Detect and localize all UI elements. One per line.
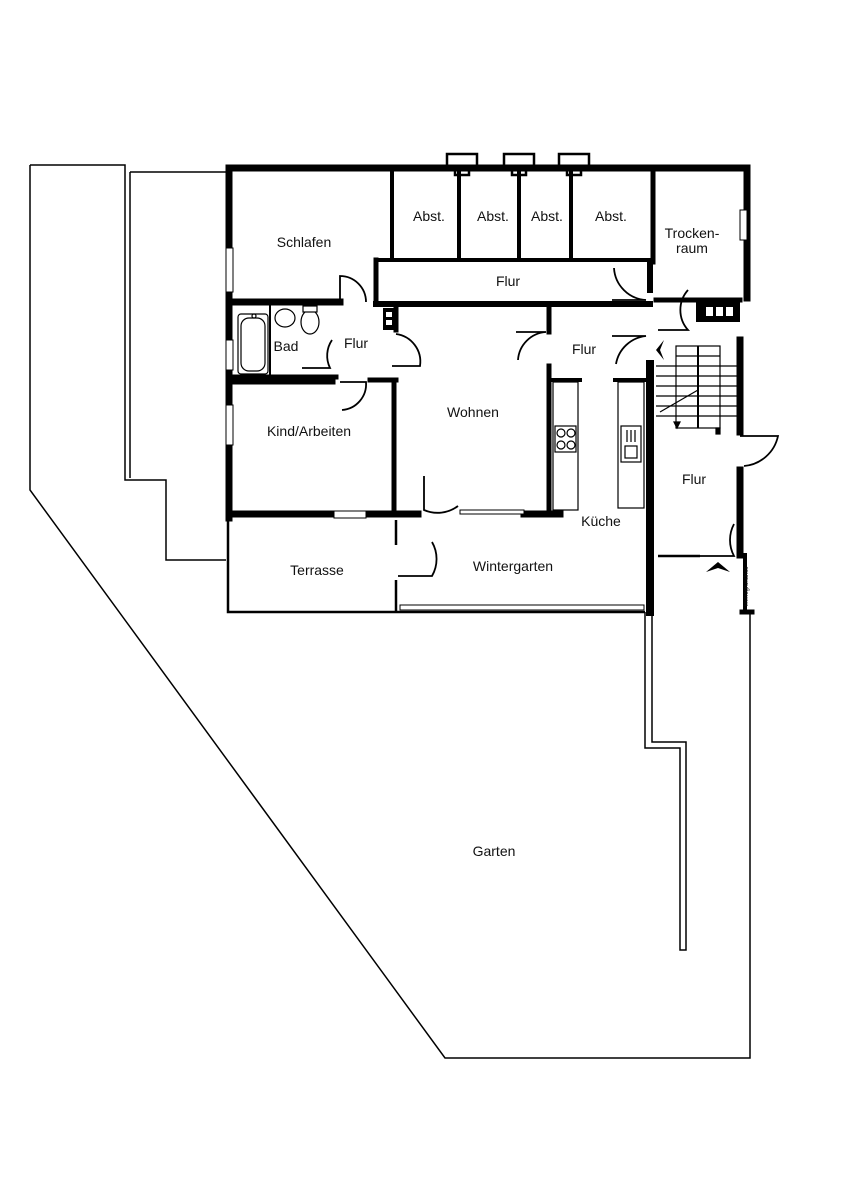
label-flur-right: Flur [682, 471, 706, 487]
label-flur-small: Flur [344, 335, 368, 351]
walls [225, 164, 755, 616]
entrance-arrows [656, 340, 730, 572]
label-garten: Garten [473, 843, 516, 859]
kitchen-fixtures [552, 381, 645, 511]
label-kueche: Küche [581, 513, 621, 529]
doors [302, 267, 780, 577]
label-wohnen: Wohnen [447, 404, 499, 420]
windows [225, 209, 748, 611]
watermark: immogrundriss [744, 567, 750, 606]
sink-icon [274, 308, 296, 328]
thin-walls [226, 518, 700, 614]
label-schlafen: Schlafen [277, 234, 331, 250]
label-terrasse: Terrasse [290, 562, 344, 578]
label-abst-1: Abst. [413, 208, 445, 224]
shafts [383, 302, 740, 330]
bathroom-fixtures [237, 305, 320, 375]
label-abst-2: Abst. [477, 208, 509, 224]
entry-arrow-icon [706, 562, 730, 572]
label-abst-4: Abst. [595, 208, 627, 224]
label-flur-top: Flur [496, 273, 520, 289]
label-kind-arbeiten: Kind/Arbeiten [267, 423, 351, 439]
garden-outline [29, 164, 751, 1059]
label-trockenraum-2: raum [676, 240, 708, 256]
entry-arrow-icon-2 [656, 340, 664, 360]
toilet-icon [300, 309, 320, 335]
label-trockenraum-1: Trocken- [665, 225, 720, 241]
stairs [656, 345, 740, 435]
label-flur-mid: Flur [572, 341, 596, 357]
label-wintergarten: Wintergarten [473, 558, 553, 574]
room-labels: Schlafen Abst. Abst. Abst. Abst. Trocken… [267, 208, 750, 859]
label-bad: Bad [274, 338, 299, 354]
label-abst-3: Abst. [531, 208, 563, 224]
